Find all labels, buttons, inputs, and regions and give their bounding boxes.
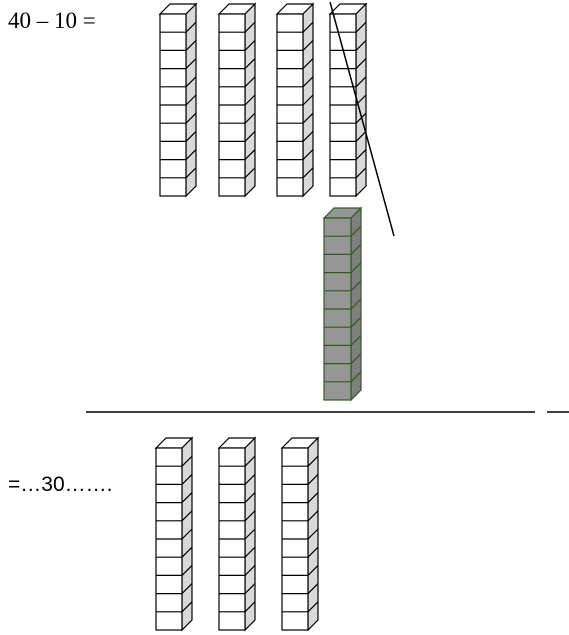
equation-answer: =…30……. xyxy=(8,473,113,496)
ten-rod-3 xyxy=(275,2,315,198)
ten-rod-2 xyxy=(217,2,257,198)
cross-out-line xyxy=(329,1,395,237)
removed-ten-rod xyxy=(322,206,363,402)
result-ten-rod-1 xyxy=(154,436,194,632)
ten-rod-1 xyxy=(158,2,198,198)
equation-expression: 40 – 10 = xyxy=(8,8,96,33)
result-ten-rod-3 xyxy=(280,436,320,632)
result-ten-rod-2 xyxy=(217,436,257,632)
ten-rod-4 xyxy=(328,2,368,198)
